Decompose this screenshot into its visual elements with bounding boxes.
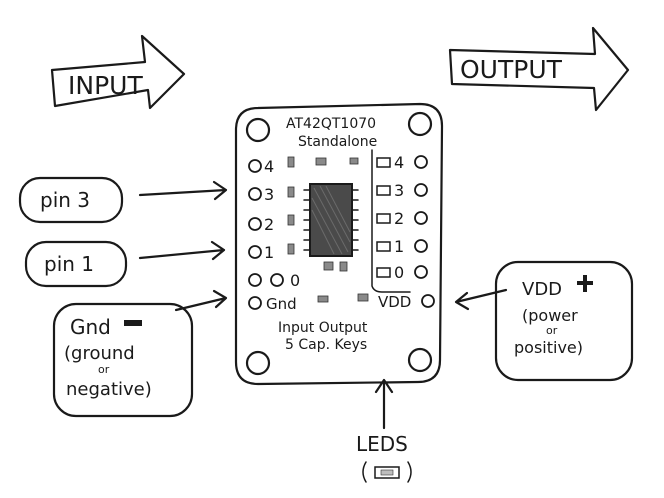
vdd-callout-title: VDD <box>522 279 562 300</box>
right-pin-2-label: 2 <box>394 209 404 228</box>
pin1-label: pin 1 <box>44 252 94 276</box>
left-pin-1-label: 1 <box>264 243 274 262</box>
left-pin-2-pad <box>248 217 262 231</box>
leds-callout: LEDS <box>356 378 412 483</box>
left-pin-2-label: 2 <box>264 215 274 234</box>
pin1-arrow <box>138 240 226 261</box>
gnd-callout-line2: or <box>98 363 110 376</box>
vdd-callout-line2: or <box>546 324 558 337</box>
leds-label: LEDS <box>356 432 408 456</box>
output-led-1 <box>376 241 391 252</box>
gnd-pad <box>248 296 262 310</box>
vdd-callout-line3: positive) <box>514 338 583 357</box>
left-pin-1-pad <box>248 245 262 259</box>
gnd-board-label: Gnd <box>266 295 297 313</box>
ic-chip <box>303 183 359 257</box>
vdd-board-label: VDD <box>378 293 411 311</box>
chip-name: AT42QT1070 <box>286 116 376 132</box>
gnd-arrow <box>174 289 228 312</box>
right-pin-1-pad <box>414 239 428 253</box>
plus-sign-icon <box>577 275 593 292</box>
pin3-arrow <box>138 180 228 201</box>
board-footer-line1: Input Output <box>278 320 368 336</box>
output-led-2 <box>376 213 391 224</box>
mounting-hole-top-right <box>407 111 433 137</box>
left-pin-0-pad-inner <box>270 273 284 287</box>
vdd-pad <box>421 294 435 308</box>
left-pin-0-label: 0 <box>290 271 300 290</box>
gnd-callout-title: Gnd <box>70 315 111 339</box>
right-pin-0-pad <box>414 265 428 279</box>
gnd-callout-line3: negative) <box>66 379 152 400</box>
left-pin-4-label: 4 <box>264 157 274 176</box>
right-pin-1-label: 1 <box>394 237 404 256</box>
vdd-callout-line1: (power <box>522 306 578 325</box>
output-arrow: OUTPUT <box>448 26 630 112</box>
output-led-3 <box>376 185 391 196</box>
led-symbol-inner-icon <box>380 469 394 476</box>
output-led-4 <box>376 157 391 168</box>
led-parentheses <box>362 461 412 483</box>
pin3-bubble <box>18 176 124 224</box>
gnd-callout: Gnd (ground or negative) <box>52 289 228 418</box>
right-pin-3-label: 3 <box>394 181 404 200</box>
board-footer-line2: 5 Cap. Keys <box>285 337 367 353</box>
right-pin-0-label: 0 <box>394 263 404 282</box>
output-led-0 <box>376 267 391 278</box>
left-pin-0-pad <box>248 273 262 287</box>
vdd-callout: VDD (power or positive) <box>454 260 634 382</box>
pin3-callout: pin 3 <box>18 176 228 224</box>
gnd-bubble <box>52 302 194 418</box>
pin1-bubble <box>24 240 128 288</box>
pin1-callout: pin 1 <box>24 240 226 288</box>
chip-subtitle: Standalone <box>298 134 377 150</box>
right-pin-2-pad <box>414 211 428 225</box>
vdd-arrow <box>454 288 508 311</box>
smd-components <box>287 156 369 303</box>
minus-sign-icon <box>124 320 142 326</box>
output-arrow-label: OUTPUT <box>460 55 563 84</box>
mounting-hole-bottom-left <box>245 350 271 376</box>
right-pin-4-label: 4 <box>394 153 404 172</box>
right-pin-3-pad <box>414 183 428 197</box>
left-pin-3-label: 3 <box>264 185 274 204</box>
output-region-outline <box>371 149 411 293</box>
breakout-board: AT42QT1070 Standalone 4 3 2 1 0 4 3 2 1 … <box>234 102 444 386</box>
gnd-callout-line1: (ground <box>64 343 135 364</box>
left-pin-3-pad <box>248 187 262 201</box>
vdd-bubble <box>494 260 634 382</box>
input-arrow-label: INPUT <box>68 71 143 100</box>
mounting-hole-bottom-right <box>407 347 433 373</box>
input-arrow: INPUT <box>50 34 186 110</box>
left-pin-4-pad <box>248 159 262 173</box>
leds-arrow <box>374 378 394 430</box>
mounting-hole-top-left <box>245 117 271 143</box>
right-pin-4-pad <box>414 155 428 169</box>
pin3-label: pin 3 <box>40 188 90 212</box>
